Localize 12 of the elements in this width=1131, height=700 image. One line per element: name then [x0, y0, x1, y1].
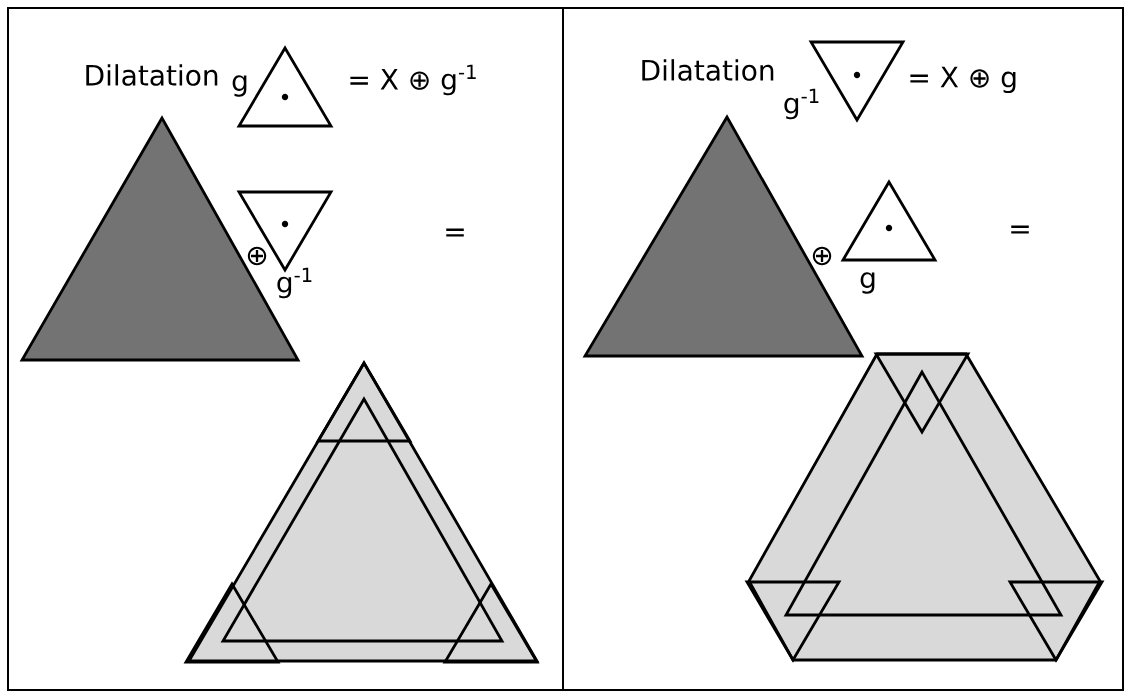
formula-label: = X ⊕ g$^{-1}$	[350, 64, 476, 96]
formula-label: g$^{-1}$	[277, 267, 312, 299]
formula-label: g	[860, 272, 875, 294]
panel-heading: Dilatation	[86, 64, 218, 86]
formula-label: =	[1011, 225, 1029, 234]
formula-label: g$^{-1}$	[784, 88, 819, 120]
formula-label: ⊕	[812, 246, 832, 266]
formula-label: ⊕	[247, 246, 267, 266]
formula-label: = X ⊕ g	[910, 66, 1016, 94]
formula-label: g	[232, 75, 247, 97]
formula-label: =	[446, 228, 464, 237]
panel-heading: Dilatation	[642, 59, 774, 81]
